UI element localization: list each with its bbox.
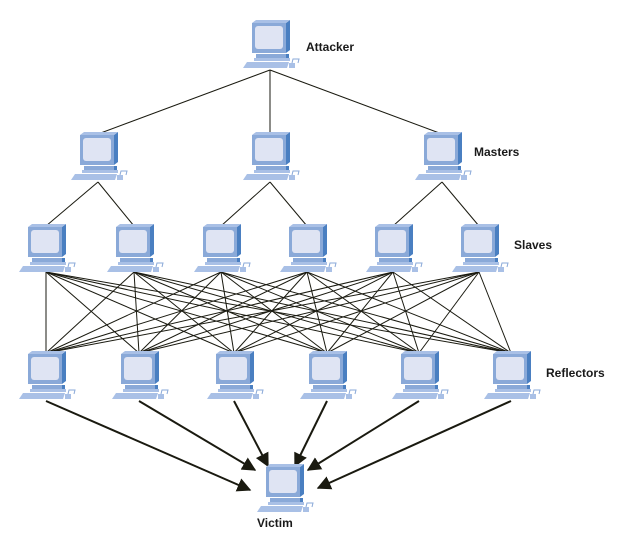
- link-line: [269, 181, 308, 227]
- label-attacker: Attacker: [306, 40, 354, 54]
- link-line: [441, 181, 480, 227]
- link-line: [326, 271, 480, 354]
- link-line: [45, 271, 394, 354]
- link-line: [45, 271, 328, 354]
- link-line: [138, 271, 480, 354]
- link-line: [392, 181, 443, 227]
- link-line: [478, 271, 512, 354]
- link-line: [306, 271, 328, 354]
- link-line: [220, 271, 328, 354]
- slave-computer-icon: [107, 224, 164, 273]
- link-line: [326, 271, 394, 354]
- label-masters: Masters: [474, 145, 520, 159]
- connections: [45, 69, 512, 492]
- link-line: [133, 271, 512, 354]
- victim-computer-icon: [257, 464, 314, 513]
- link-line: [133, 271, 328, 354]
- link-line: [306, 271, 420, 354]
- link-line: [133, 271, 235, 354]
- attack-arrow: [138, 400, 257, 471]
- link-line: [45, 271, 308, 354]
- reflector-computer-icon: [392, 351, 449, 400]
- master-computer-icon: [415, 132, 472, 181]
- link-line: [138, 271, 222, 354]
- attack-arrow: [294, 400, 328, 468]
- label-victim: Victim: [257, 516, 293, 530]
- reflector-computer-icon: [19, 351, 76, 400]
- label-slaves: Slaves: [514, 238, 552, 252]
- master-computer-icon: [243, 132, 300, 181]
- link-line: [97, 181, 135, 227]
- slave-computer-icon: [194, 224, 251, 273]
- attack-arrow: [45, 400, 252, 492]
- link-line: [45, 271, 135, 354]
- master-computer-icon: [71, 132, 128, 181]
- link-line: [45, 271, 512, 354]
- attacker-computer-icon: [243, 20, 300, 69]
- attack-arrow: [306, 400, 420, 471]
- link-line: [45, 271, 235, 354]
- link-line: [233, 271, 480, 354]
- link-line: [233, 271, 308, 354]
- slave-computer-icon: [19, 224, 76, 273]
- label-reflectors: Reflectors: [546, 366, 605, 380]
- link-line: [97, 69, 271, 135]
- link-line: [45, 271, 222, 354]
- link-line: [220, 181, 271, 227]
- nodes: [19, 20, 541, 513]
- link-line: [269, 69, 443, 135]
- reflector-computer-icon: [484, 351, 541, 400]
- link-line: [392, 271, 512, 354]
- reflector-computer-icon: [300, 351, 357, 400]
- link-line: [45, 271, 480, 354]
- link-line: [45, 271, 420, 354]
- attack-arrow: [316, 400, 512, 490]
- slave-computer-icon: [452, 224, 509, 273]
- link-line: [138, 271, 308, 354]
- link-line: [45, 181, 99, 227]
- link-line: [45, 271, 140, 354]
- link-line: [138, 271, 394, 354]
- slave-computer-icon: [366, 224, 423, 273]
- attack-arrow: [233, 400, 269, 468]
- reflector-computer-icon: [112, 351, 169, 400]
- reflector-computer-icon: [207, 351, 264, 400]
- link-line: [133, 271, 140, 354]
- link-line: [220, 271, 235, 354]
- link-line: [220, 271, 420, 354]
- link-line: [133, 271, 420, 354]
- slave-computer-icon: [280, 224, 337, 273]
- link-line: [233, 271, 394, 354]
- link-line: [306, 271, 512, 354]
- link-line: [392, 271, 420, 354]
- link-line: [220, 271, 512, 354]
- link-line: [418, 271, 480, 354]
